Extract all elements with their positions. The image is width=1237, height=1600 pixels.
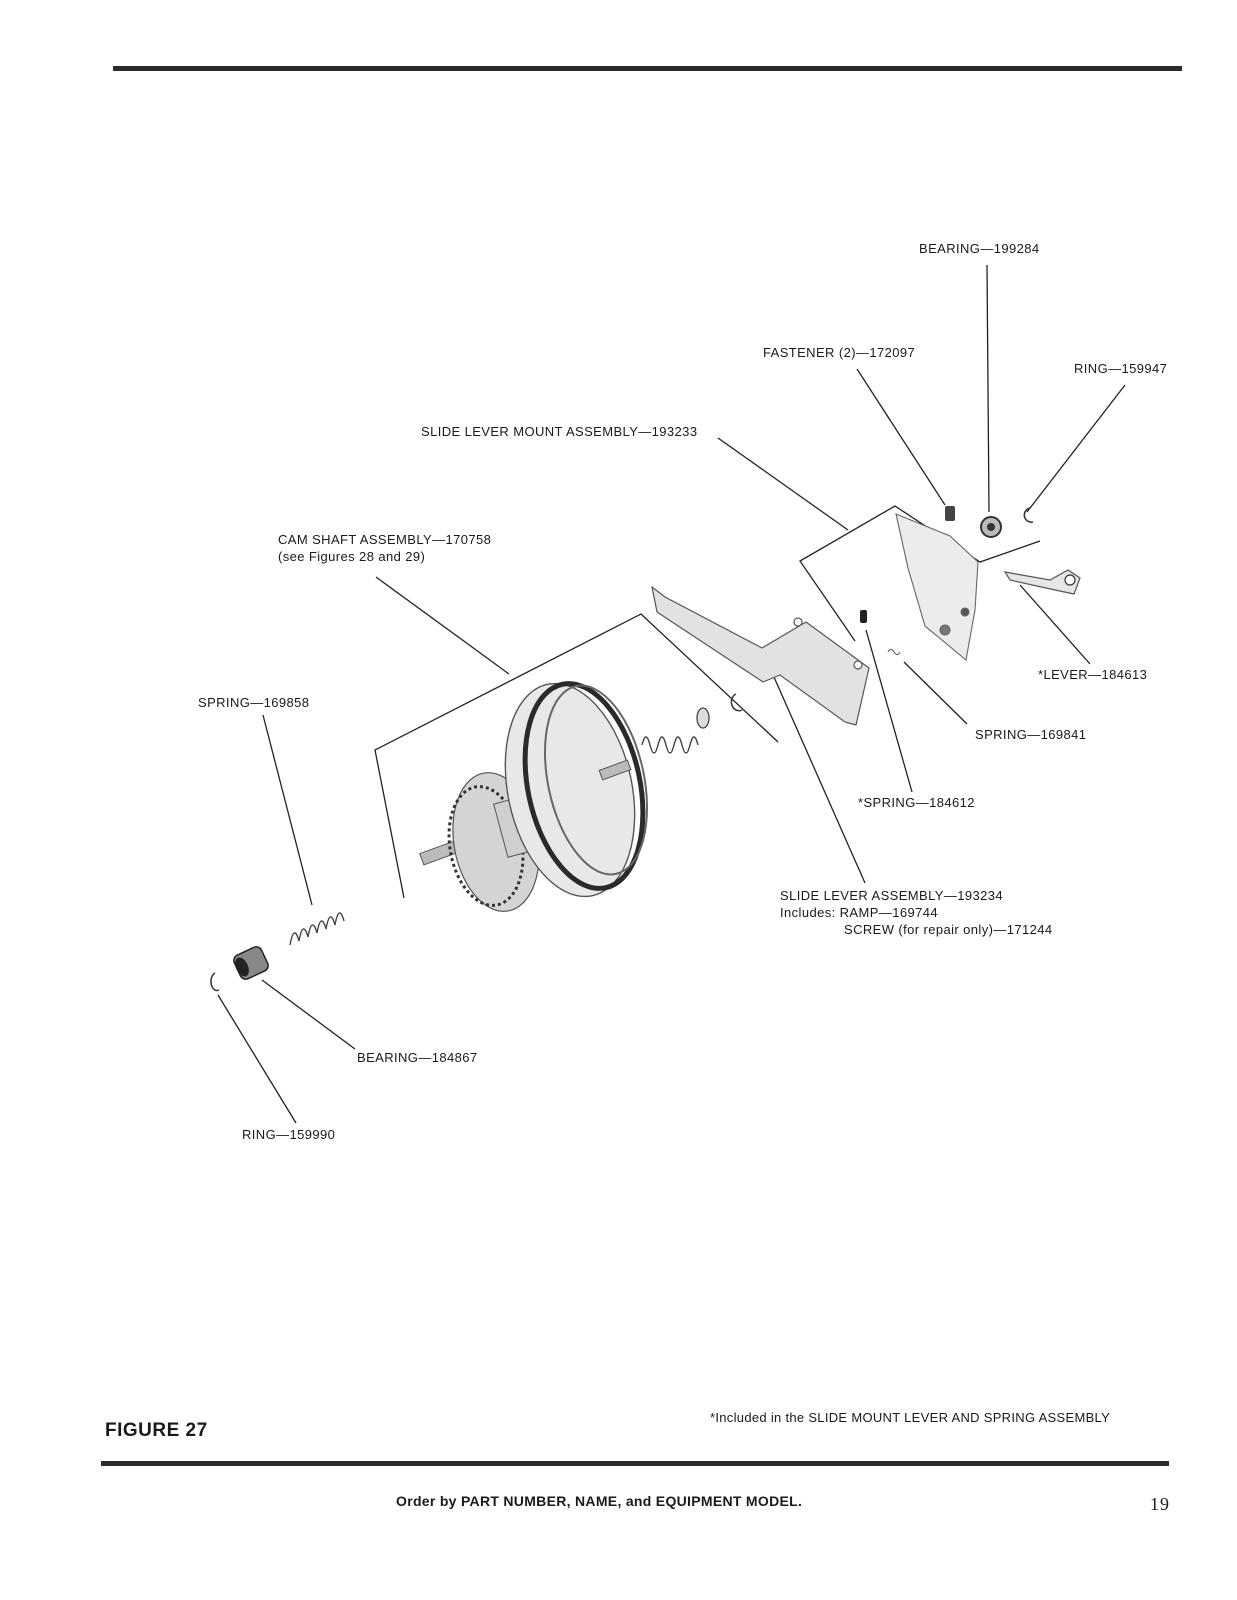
label-spring-184612: *SPRING—184612 [858, 795, 975, 810]
leader-fastener [856, 368, 946, 506]
footnote: *Included in the SLIDE MOUNT LEVER AND S… [710, 1410, 1111, 1425]
bottom-rule [101, 1461, 1169, 1466]
slide-lever-mount-part [895, 513, 979, 662]
order-instructions: Order by PART NUMBER, NAME, and EQUIPMEN… [396, 1493, 803, 1509]
ring-mid-part [730, 693, 743, 712]
leader-slide-lever [769, 667, 866, 884]
figure-label: FIGURE 27 [105, 1420, 208, 1441]
mount-plate [895, 513, 979, 662]
spring-184612-part [860, 610, 867, 623]
lever-part [1003, 569, 1081, 595]
ring-159990-part [210, 972, 220, 992]
spring-169841-part [887, 649, 901, 655]
leader-lines [217, 264, 1126, 1124]
label-slide-lever-mount-assembly: SLIDE LEVER MOUNT ASSEMBLY—193233 [421, 424, 698, 439]
leader-slide-lever-mount [717, 437, 849, 531]
spring-169858-part [289, 912, 345, 946]
leader-spring-184612 [865, 629, 913, 793]
label-lever-184613: *LEVER—184613 [1038, 667, 1148, 682]
label-slide-lever-assembly: SLIDE LEVER ASSEMBLY—193234 Includes: RA… [780, 888, 1053, 937]
leader-spring-169841 [903, 661, 968, 725]
spring-mid-part [641, 736, 699, 754]
top-rule [113, 66, 1182, 71]
label-fastener-172097: FASTENER (2)—172097 [763, 345, 916, 360]
label-ring-159947: RING—159947 [1074, 361, 1168, 376]
label-spring-169858: SPRING—169858 [198, 695, 310, 710]
cam-shaft-part [419, 681, 649, 912]
bearing-199284-part [980, 516, 1002, 538]
label-spring-169841: SPRING—169841 [975, 727, 1087, 742]
label-bearing-199284: BEARING—199284 [919, 241, 1040, 256]
leader-bearing-184867 [261, 979, 356, 1050]
label-bearing-184867: BEARING—184867 [357, 1050, 478, 1065]
leader-ring-159947 [1026, 384, 1126, 513]
washer-mid-part [696, 707, 710, 729]
label-ring-159990: RING—159990 [242, 1127, 336, 1142]
leader-spring-169858 [262, 714, 313, 906]
leader-cam-shaft [375, 576, 510, 675]
cam-shaft-bracket [374, 613, 779, 899]
leader-bearing-199284 [986, 264, 990, 513]
ring-159947-part [1023, 507, 1034, 523]
slide-lever-mount-bracket [799, 505, 1041, 642]
leader-ring-159990 [217, 994, 297, 1124]
fastener-part [945, 506, 955, 521]
slide-lever-plate [651, 585, 870, 726]
label-cam-shaft-assembly: CAM SHAFT ASSEMBLY—170758 (see Figures 2… [278, 532, 492, 564]
page-number: 19 [1150, 1494, 1170, 1514]
slide-lever-part [651, 585, 870, 726]
leader-lever [1019, 584, 1091, 665]
bracket-lines [374, 505, 1041, 899]
bearing-184867-part [233, 946, 269, 980]
